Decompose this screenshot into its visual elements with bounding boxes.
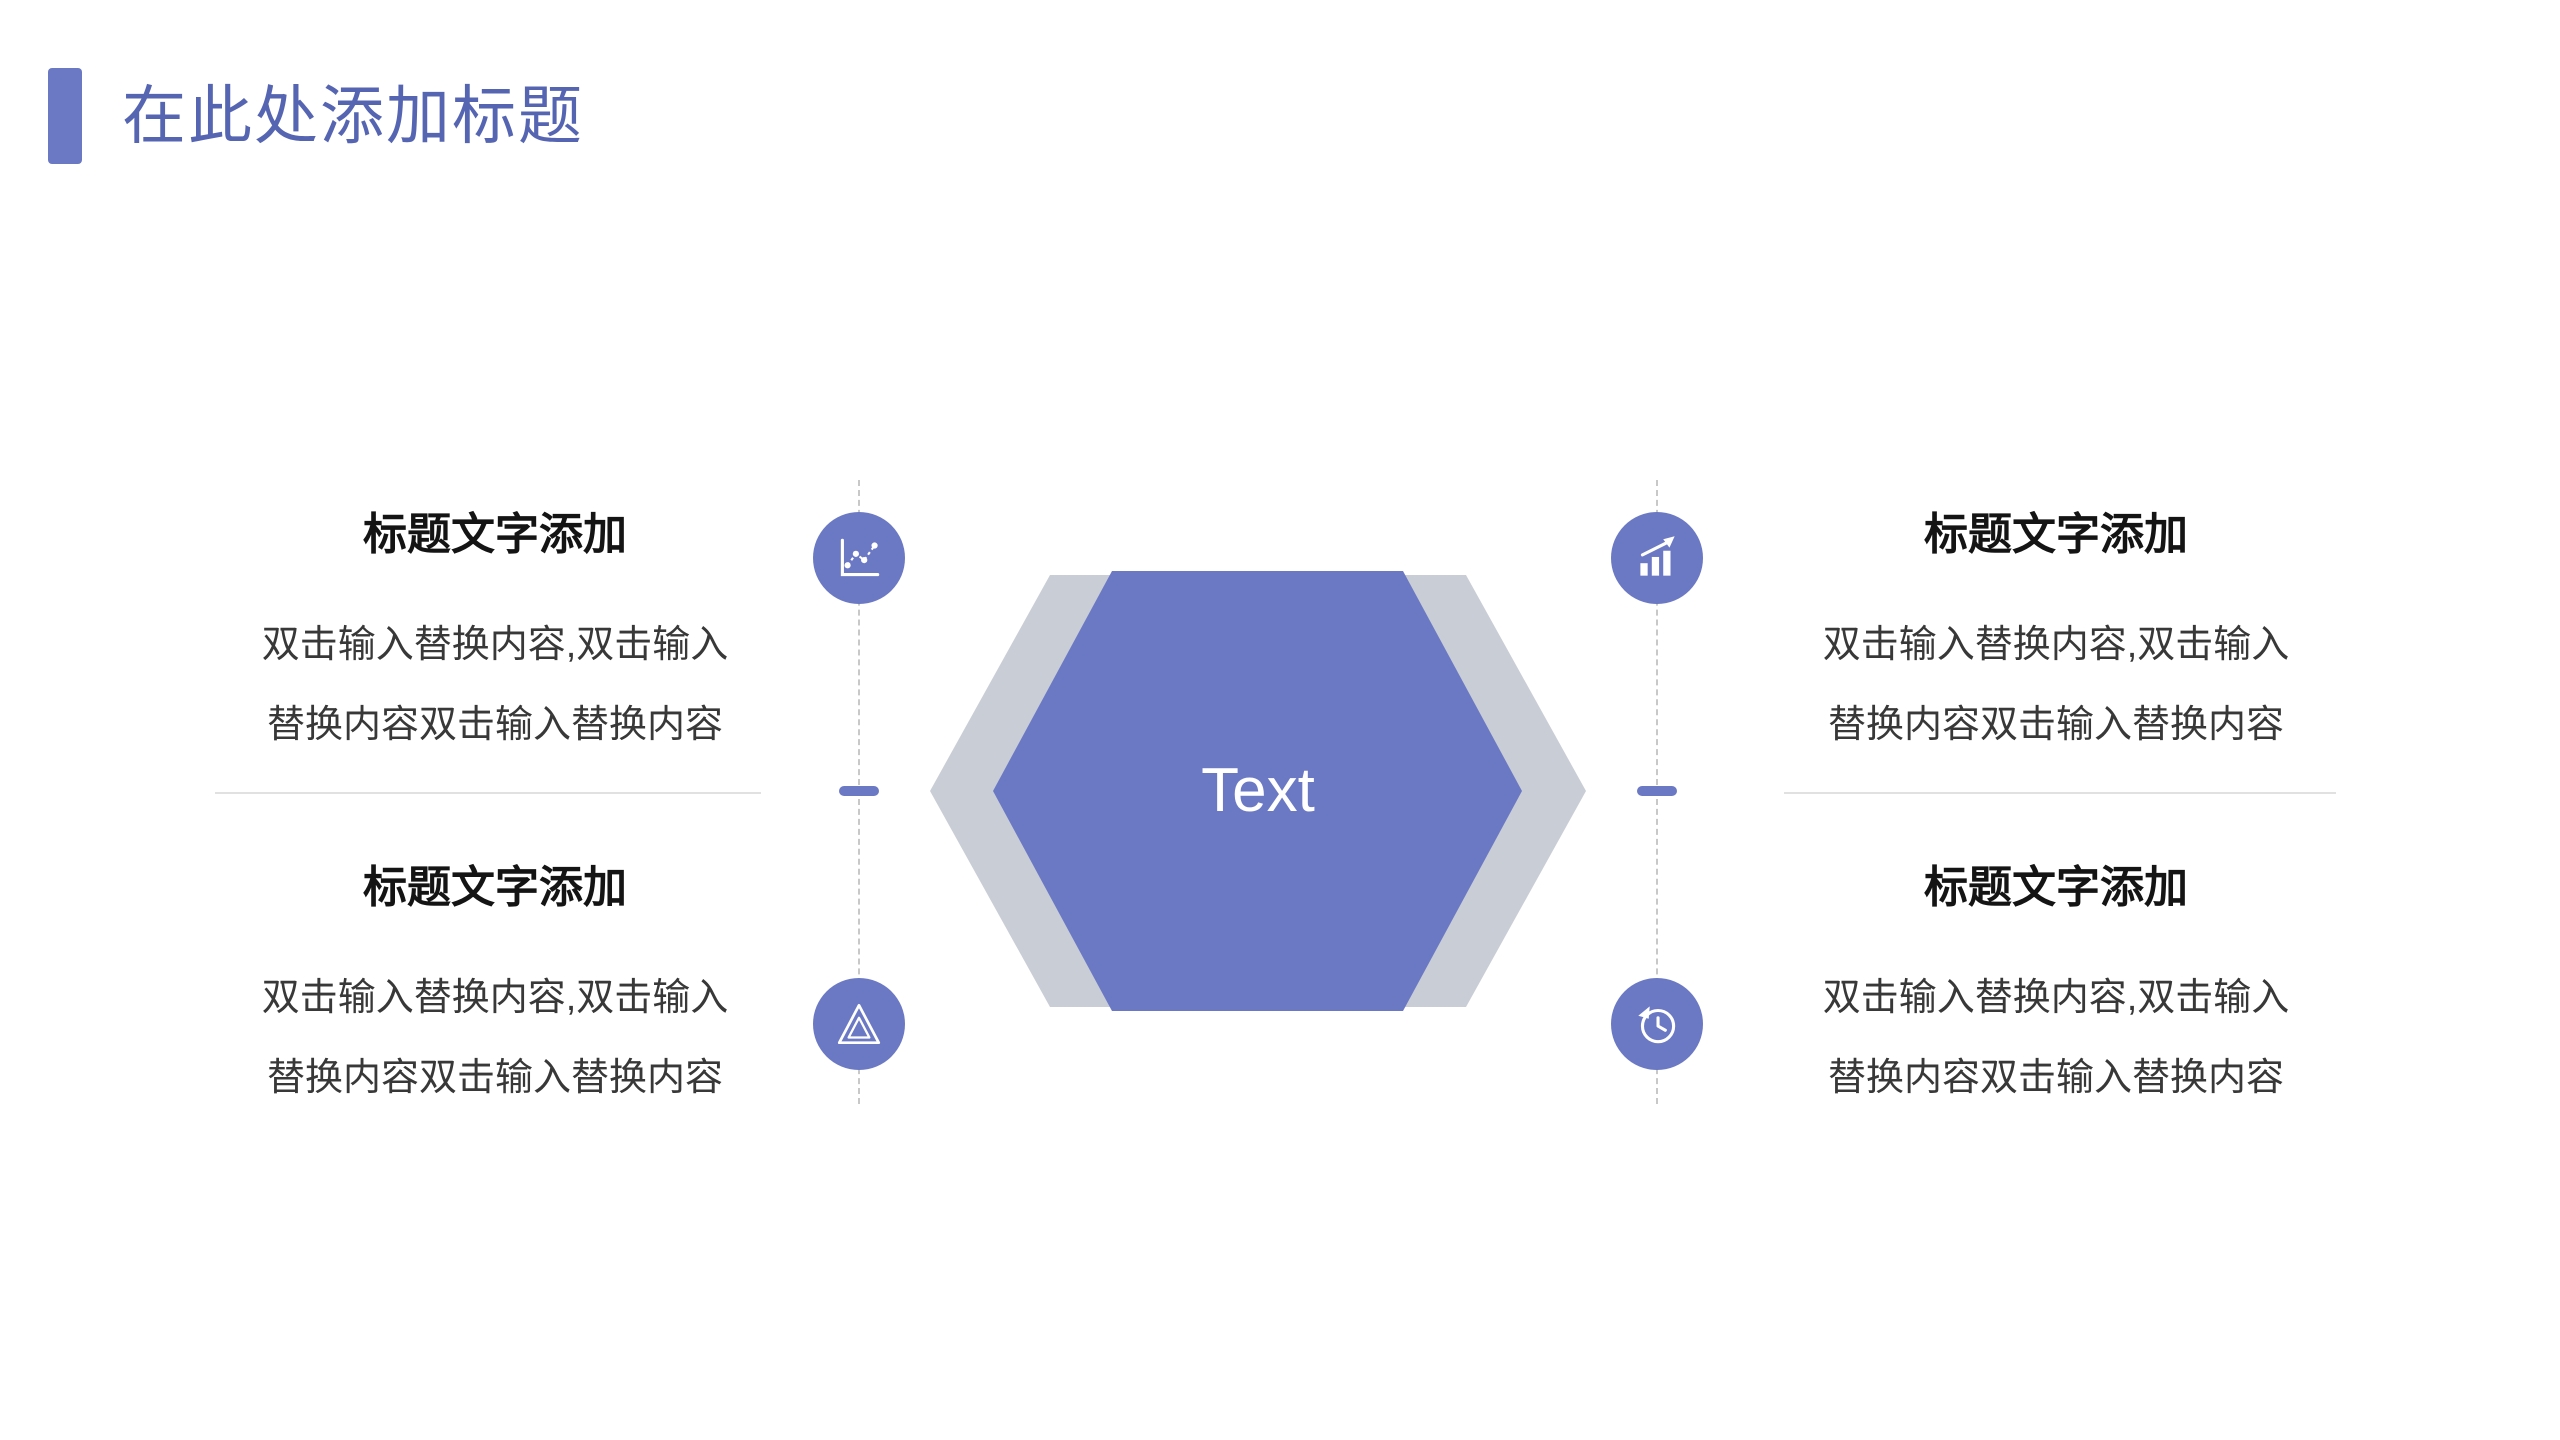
content-block-right-bottom[interactable]: 标题文字添加 双击输入替换内容,双击输入 替换内容双击输入替换内容 (1766, 858, 2346, 1118)
block-body-line[interactable]: 双击输入替换内容,双击输入 (1822, 977, 2290, 1019)
block-body-line[interactable]: 替换内容双击输入替换内容 (1827, 704, 2284, 746)
center-dash-right (1637, 786, 1677, 796)
content-block-right-top[interactable]: 标题文字添加 双击输入替换内容,双击输入 替换内容双击输入替换内容 (1766, 505, 2346, 765)
bar-chart-growth-icon (1640, 536, 1675, 576)
block-title[interactable]: 标题文字添加 (1924, 863, 2188, 912)
block-body-line[interactable]: 替换内容双击输入替换内容 (1827, 1057, 2284, 1099)
block-title[interactable]: 标题文字添加 (1924, 510, 2188, 559)
divider-left (215, 792, 761, 794)
history-clock-icon (1638, 1006, 1676, 1044)
block-body-line[interactable]: 双击输入替换内容,双击输入 (1822, 624, 2290, 666)
block-body-line[interactable]: 替换内容双击输入替换内容 (266, 704, 723, 746)
hexagon-diagram (930, 571, 1586, 1011)
block-body-line[interactable]: 双击输入替换内容,双击输入 (261, 624, 729, 666)
block-title[interactable]: 标题文字添加 (363, 863, 627, 912)
icon-circle-right-top[interactable] (1611, 512, 1703, 604)
icon-circle-right-bottom[interactable] (1611, 978, 1703, 1070)
hexagon-label[interactable]: Text (1201, 756, 1315, 825)
center-dash-left (839, 786, 879, 796)
title-accent-bar (48, 68, 82, 164)
slide-title[interactable]: 在此处添加标题 (122, 80, 584, 152)
content-block-left-top[interactable]: 标题文字添加 双击输入替换内容,双击输入 替换内容双击输入替换内容 (205, 505, 785, 765)
icon-circle-left-top[interactable] (813, 512, 905, 604)
divider-right (1784, 792, 2336, 794)
right-chevron-shape[interactable] (1394, 575, 1586, 1007)
block-body-line[interactable]: 替换内容双击输入替换内容 (266, 1057, 723, 1099)
block-title[interactable]: 标题文字添加 (363, 510, 627, 559)
left-chevron-shape[interactable] (930, 575, 1122, 1007)
scatter-line-chart-icon (840, 538, 880, 577)
icon-circle-left-bottom[interactable] (813, 978, 905, 1070)
hexagon-shape[interactable] (993, 571, 1522, 1011)
pyramid-chart-icon (837, 1003, 881, 1045)
block-body-line[interactable]: 双击输入替换内容,双击输入 (261, 977, 729, 1019)
content-block-left-bottom[interactable]: 标题文字添加 双击输入替换内容,双击输入 替换内容双击输入替换内容 (205, 858, 785, 1118)
